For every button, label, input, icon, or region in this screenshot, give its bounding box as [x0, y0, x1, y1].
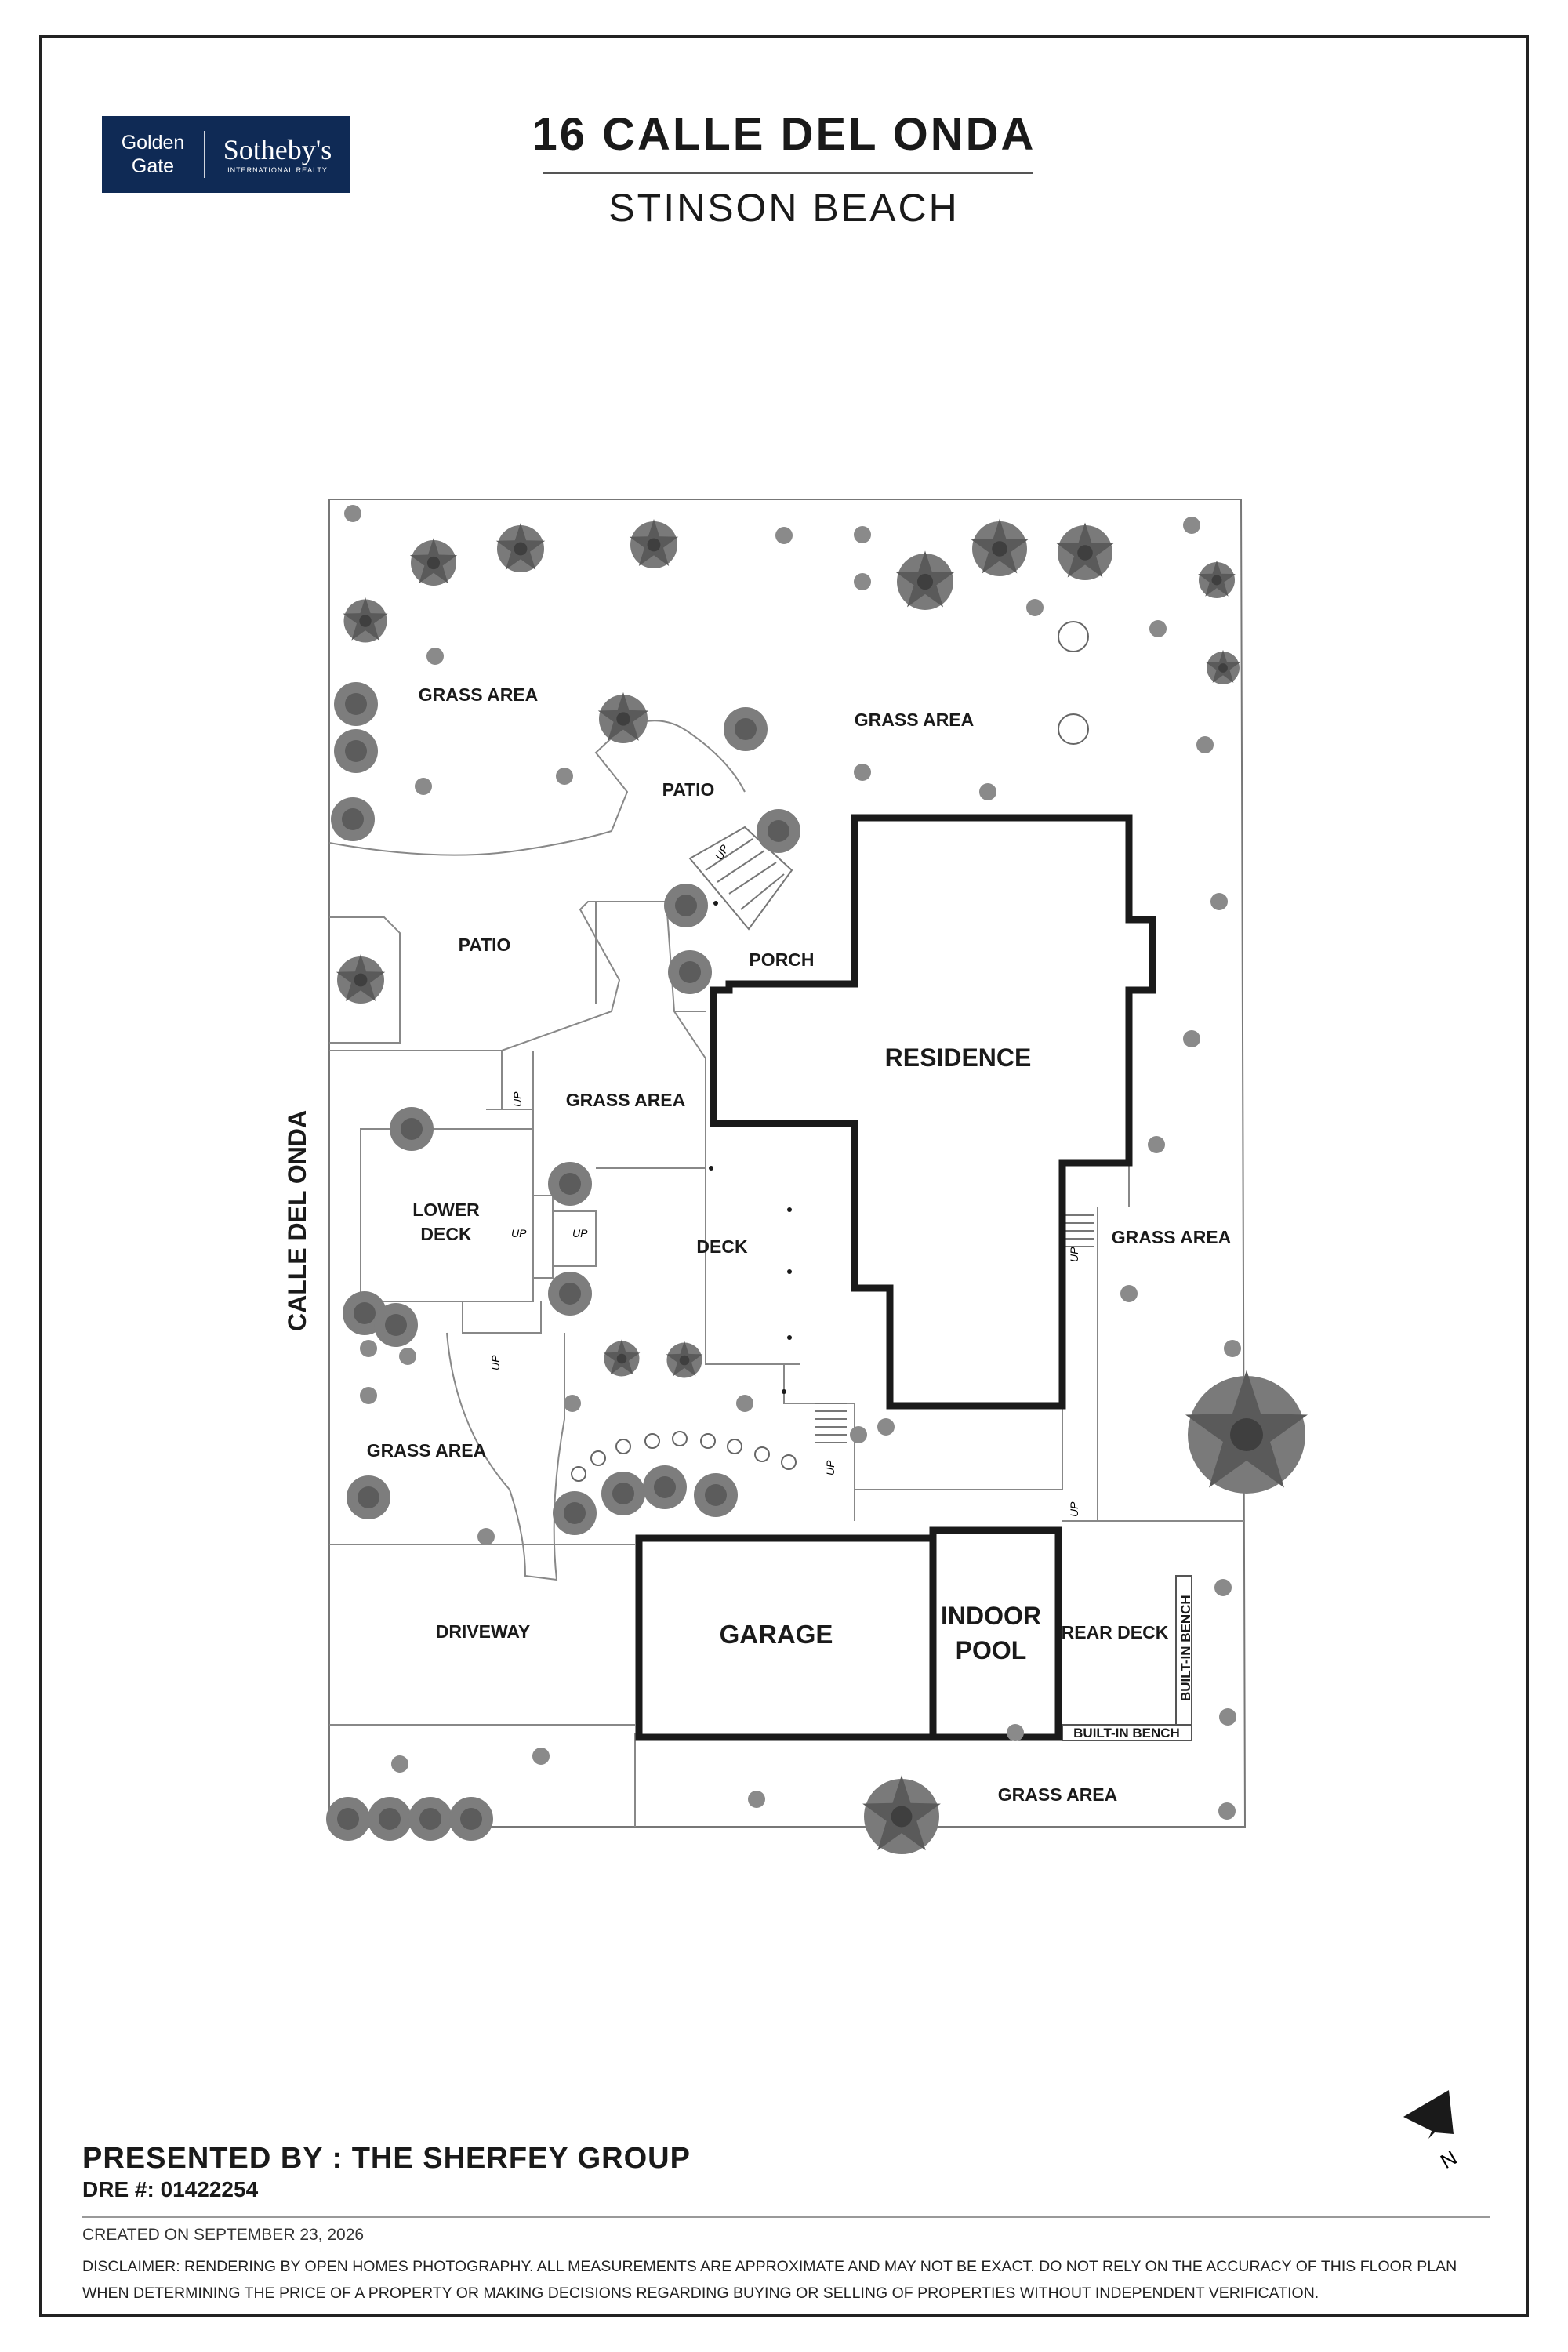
page-title: 16 CALLE DEL ONDA	[532, 109, 1036, 160]
up-marker-2: UP	[511, 1227, 527, 1240]
street-label: CALLE DEL ONDA	[283, 1110, 311, 1331]
grass-east-label: GRASS AREA	[1112, 1227, 1232, 1247]
logo-divider	[204, 131, 205, 178]
residence-outline	[710, 814, 1156, 1410]
north-arrow: N	[1403, 2090, 1461, 2173]
lower-deck-label-2: DECK	[420, 1224, 472, 1244]
rear-deck-label: REAR DECK	[1062, 1622, 1169, 1642]
title-rule	[543, 172, 1033, 174]
site-lines	[328, 720, 1245, 1827]
pool-label-1: INDOOR	[941, 1602, 1041, 1630]
pool-outline	[929, 1526, 1062, 1741]
pool-label-2: POOL	[956, 1636, 1027, 1664]
logo-left: Golden Gate	[102, 131, 204, 178]
patio-upper-label: PATIO	[662, 779, 715, 800]
dre-number: DRE #: 01422254	[82, 2177, 259, 2201]
residence-label: RESIDENCE	[885, 1044, 1032, 1072]
north-label: N	[1436, 2146, 1461, 2173]
bench-vertical-label: BUILT-IN BENCH	[1178, 1595, 1193, 1701]
bench-horizontal-label: BUILT-IN BENCH	[1073, 1726, 1180, 1740]
up-marker-3: UP	[572, 1227, 588, 1240]
up-marker-5: UP	[713, 842, 731, 862]
disclaimer: DISCLAIMER: RENDERING BY OPEN HOMES PHOT…	[82, 2258, 1457, 2302]
brokerage-logo: Golden Gate Sotheby's INTERNATIONAL REAL…	[102, 116, 350, 193]
deck-label: DECK	[696, 1236, 748, 1257]
up-marker-4: UP	[489, 1355, 502, 1370]
bench-horizontal	[1062, 1724, 1192, 1741]
logo-tagline: INTERNATIONAL REALTY	[227, 166, 328, 174]
grass-south-label: GRASS AREA	[998, 1784, 1118, 1805]
up-marker-1: UP	[511, 1091, 524, 1107]
lower-deck-label-1: LOWER	[412, 1200, 480, 1220]
stepping-stones	[571, 621, 1089, 1482]
logo-line1: Golden	[121, 132, 185, 154]
garage-label: GARAGE	[720, 1620, 833, 1649]
created-date: CREATED ON SEPTEMBER 23, 2026	[82, 2226, 365, 2244]
logo-right: Sotheby's INTERNATIONAL REALTY	[205, 135, 350, 174]
logo-brand: Sotheby's	[223, 134, 332, 165]
deck-posts	[709, 901, 792, 1394]
grass-nw-label: GRASS AREA	[419, 684, 539, 705]
footer-rule	[82, 2216, 1490, 2218]
grass-sw-label: GRASS AREA	[367, 1440, 487, 1461]
grass-mid-label: GRASS AREA	[566, 1090, 686, 1110]
up-marker-6: UP	[824, 1460, 837, 1475]
patio-left-label: PATIO	[459, 935, 511, 955]
porch-label: PORCH	[749, 949, 814, 970]
page-subtitle: STINSON BEACH	[608, 186, 960, 230]
logo-line2: Gate	[131, 155, 175, 177]
stairs-porch	[688, 826, 1094, 1443]
site-plan: CALLE DEL ONDA RESIDENCE GARAGE INDOOR P…	[283, 499, 1308, 1854]
up-marker-8: UP	[1068, 1501, 1080, 1517]
grass-ne-label: GRASS AREA	[855, 710, 975, 730]
driveway-label: DRIVEWAY	[436, 1621, 531, 1642]
presented-by: PRESENTED BY : THE SHERFEY GROUP	[82, 2142, 691, 2175]
page-frame	[39, 35, 1529, 2317]
property-boundary	[328, 499, 1247, 1828]
up-marker-7: UP	[1068, 1247, 1080, 1262]
garage-outline	[635, 1534, 937, 1741]
